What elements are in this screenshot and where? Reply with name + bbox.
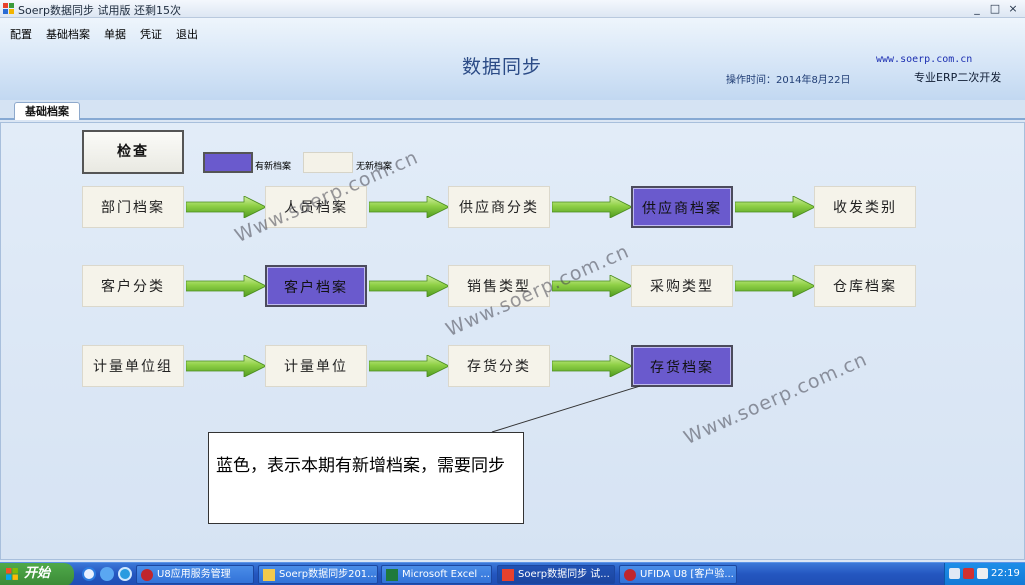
window-title: Soerp数据同步 试用版 还剩15次 — [18, 4, 181, 17]
node-unit[interactable]: 计量单位 — [265, 345, 367, 387]
node-unit-group[interactable]: 计量单位组 — [82, 345, 184, 387]
node-customer-archive[interactable]: 客户档案 — [265, 265, 367, 307]
windows-logo-icon — [6, 568, 18, 580]
tray-expand-icon[interactable] — [949, 568, 960, 579]
menu-voucher[interactable]: 凭证 — [140, 28, 162, 41]
start-label: 开始 — [24, 566, 51, 581]
legend-new-label: 有新档案 — [255, 162, 292, 172]
legend-new-swatch — [203, 152, 253, 173]
clock: 22:19 — [991, 568, 1020, 579]
node-inventory-category[interactable]: 存货分类 — [448, 345, 550, 387]
node-sales-type[interactable]: 销售类型 — [448, 265, 550, 307]
callout-note: 蓝色，表示本期有新增档案，需要同步 — [208, 432, 524, 524]
menu-bar: 配置 基础档案 单据 凭证 退出 — [8, 25, 200, 43]
task-soerp-sync[interactable]: Soerp数据同步 试... — [497, 565, 615, 584]
volume-icon[interactable] — [977, 568, 988, 579]
folder-icon — [263, 569, 275, 581]
app-icon — [3, 3, 14, 14]
u8-icon — [141, 569, 153, 581]
refresh-icon[interactable] — [118, 567, 132, 581]
task-u8-service[interactable]: U8应用服务管理 — [136, 565, 254, 584]
title-bar: Soerp数据同步 试用版 还剩15次 _ □ × — [0, 0, 1025, 18]
task-soerp-folder[interactable]: Soerp数据同步201... — [258, 565, 378, 584]
minimize-button[interactable]: _ — [974, 2, 980, 15]
node-customer-category[interactable]: 客户分类 — [82, 265, 184, 307]
tab-basic-archive[interactable]: 基础档案 — [14, 102, 80, 120]
u8-icon — [624, 569, 636, 581]
app-icon — [502, 569, 514, 581]
node-warehouse-archive[interactable]: 仓库档案 — [814, 265, 916, 307]
slogan: 专业ERP二次开发 — [914, 71, 1002, 84]
menu-documents[interactable]: 单据 — [104, 28, 126, 41]
page-title: 数据同步 — [462, 56, 543, 78]
node-inventory-archive[interactable]: 存货档案 — [631, 345, 733, 387]
task-excel[interactable]: Microsoft Excel ... — [381, 565, 492, 584]
app-header: 配置 基础档案 单据 凭证 退出 数据同步 www.soerp.com.cn 操… — [0, 18, 1025, 100]
operation-time: 操作时间：2014年8月22日 — [726, 75, 851, 86]
node-receive-send-category[interactable]: 收发类别 — [814, 186, 916, 228]
excel-icon — [386, 569, 398, 581]
taskbar: 开始 U8应用服务管理 Soerp数据同步201... Microsoft Ex… — [0, 562, 1025, 585]
menu-config[interactable]: 配置 — [10, 28, 32, 41]
legend-old-swatch — [303, 152, 353, 173]
node-personnel-archive[interactable]: 人员档案 — [265, 186, 367, 228]
system-tray: 22:19 — [944, 563, 1025, 585]
node-supplier-archive[interactable]: 供应商档案 — [631, 186, 733, 228]
ie-icon[interactable] — [82, 567, 96, 581]
node-purchase-type[interactable]: 采购类型 — [631, 265, 733, 307]
tab-strip: 基础档案 — [0, 100, 1025, 120]
node-department-archive[interactable]: 部门档案 — [82, 186, 184, 228]
website-link[interactable]: www.soerp.com.cn — [876, 54, 973, 65]
maximize-button[interactable]: □ — [989, 2, 1001, 15]
node-supplier-category[interactable]: 供应商分类 — [448, 186, 550, 228]
start-button[interactable]: 开始 — [0, 563, 74, 585]
menu-exit[interactable]: 退出 — [176, 28, 198, 41]
task-ufida-u8[interactable]: UFIDA U8 [客户验... — [619, 565, 737, 584]
quick-launch-icon[interactable] — [100, 567, 114, 581]
menu-basic-archive[interactable]: 基础档案 — [46, 28, 90, 41]
close-button[interactable]: × — [1008, 2, 1018, 15]
legend-old-label: 无新档案 — [356, 162, 393, 172]
check-button[interactable]: 检查 — [82, 130, 184, 174]
tray-app-icon[interactable] — [963, 568, 974, 579]
